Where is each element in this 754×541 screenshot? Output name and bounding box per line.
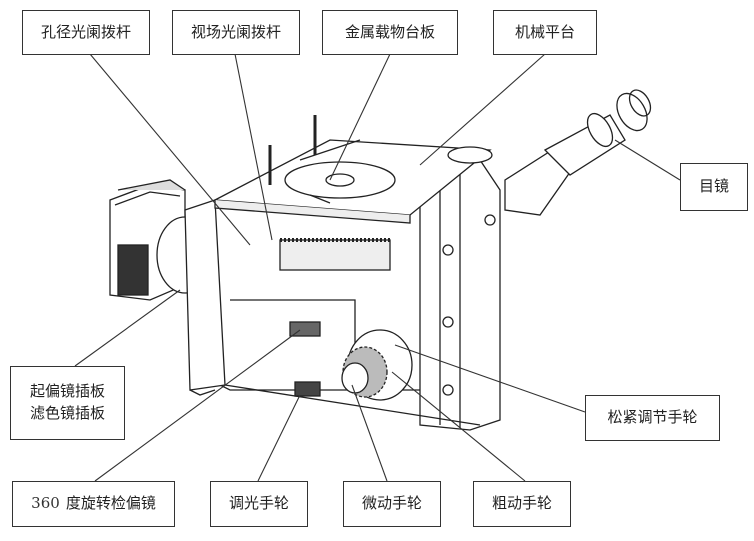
- label-fine-knob: 微动手轮: [343, 481, 441, 527]
- leader-aperture-lever: [89, 53, 251, 246]
- label-metal-stage-plate: 金属载物台板: [322, 10, 458, 55]
- label-analyzer-degrees: 360: [31, 494, 60, 513]
- leader-coarse-knob: [391, 371, 526, 482]
- stage: [212, 115, 493, 337]
- leader-mechanical-stage: [419, 53, 546, 166]
- label-coarse-knob: 粗动手轮: [473, 481, 571, 527]
- leader-analyzer: [94, 329, 301, 482]
- leader-eyepiece: [614, 139, 681, 181]
- leader-tension: [394, 344, 586, 413]
- label-polarizer-slot-line1: 起偏镜插板: [29, 382, 105, 401]
- label-analyzer-text: 度旋转检偏镜: [65, 494, 156, 513]
- label-polarizer-slot-line2: 滤色镜插板: [29, 404, 105, 422]
- label-light-wheel: 调光手轮: [210, 481, 308, 527]
- leader-polarizer: [74, 289, 181, 367]
- leader-stage-plate: [329, 53, 391, 181]
- eyepiece-head: [504, 89, 652, 216]
- label-polarizer-slot: 起偏镜插板 滤色镜插板: [10, 366, 125, 440]
- leader-fine-knob: [351, 384, 388, 482]
- label-eyepiece: 目镜: [680, 163, 748, 211]
- leader-lines: [74, 53, 681, 482]
- label-analyzer: 360 度旋转检偏镜: [12, 481, 175, 527]
- label-mechanical-stage: 机械平台: [493, 10, 597, 55]
- label-aperture-lever: 孔径光阑拨杆: [22, 10, 150, 55]
- label-tension-knob: 松紧调节手轮: [585, 395, 720, 441]
- leader-field-lever: [234, 53, 273, 241]
- leader-light-wheel: [257, 394, 301, 482]
- label-field-lever: 视场光阑拨杆: [172, 10, 300, 55]
